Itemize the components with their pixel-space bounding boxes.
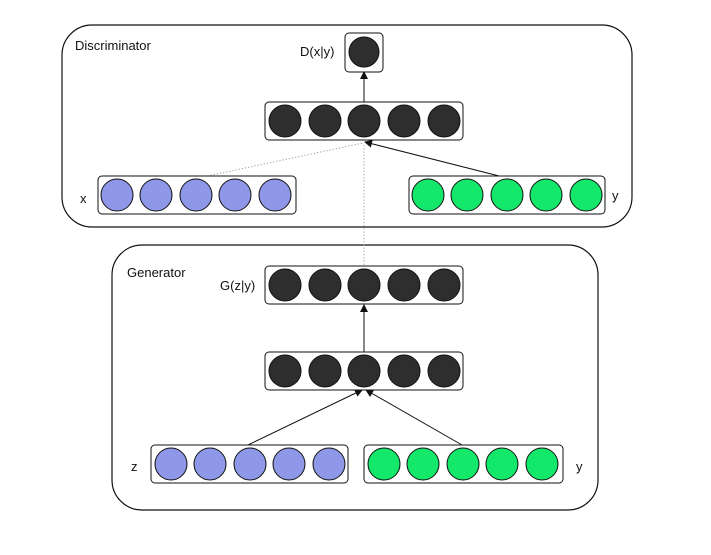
edge-y-to-gen-hidden xyxy=(365,389,463,446)
disc-input-y-layer xyxy=(408,175,606,215)
gen-z-node xyxy=(233,447,267,481)
disc-hidden-node xyxy=(387,104,421,138)
disc-x-node xyxy=(258,178,292,212)
gen-y-label: y xyxy=(576,459,583,474)
gen-output-node xyxy=(387,268,421,302)
gen-z-node xyxy=(312,447,346,481)
gen-y-node xyxy=(367,447,401,481)
disc-hidden-layer xyxy=(264,101,464,141)
gen-hidden-node xyxy=(387,354,421,388)
disc-x-node xyxy=(179,178,213,212)
gen-y-node xyxy=(485,447,519,481)
generator-title: Generator xyxy=(127,265,186,280)
gen-hidden-node xyxy=(268,354,302,388)
gen-output-node xyxy=(347,268,381,302)
disc-y-node xyxy=(529,178,563,212)
gen-z-node xyxy=(272,447,306,481)
gen-output-layer xyxy=(264,265,464,305)
disc-hidden-node xyxy=(347,104,381,138)
edge-y-to-disc-hidden xyxy=(364,139,508,179)
disc-hidden-node xyxy=(308,104,342,138)
gen-input-y-layer xyxy=(363,444,564,484)
disc-hidden-node xyxy=(427,104,461,138)
gen-z-node xyxy=(154,447,188,481)
gen-z-node xyxy=(193,447,227,481)
discriminator-title: Discriminator xyxy=(75,38,152,53)
edge-z-to-gen-hidden xyxy=(247,389,363,446)
gen-hidden-node xyxy=(308,354,342,388)
disc-y-node xyxy=(490,178,524,212)
disc-output-node xyxy=(348,36,380,68)
gen-output-node xyxy=(427,268,461,302)
gen-y-node xyxy=(525,447,559,481)
gen-z-label: z xyxy=(131,459,138,474)
gen-hidden-layer xyxy=(264,351,464,391)
disc-output-label: D(x|y) xyxy=(300,44,334,59)
disc-y-node xyxy=(569,178,603,212)
gen-hidden-node xyxy=(427,354,461,388)
edge-x-to-disc-hidden xyxy=(197,142,364,179)
gen-input-z-layer xyxy=(150,444,349,484)
disc-hidden-node xyxy=(268,104,302,138)
disc-input-x-layer xyxy=(97,175,297,215)
gen-output-node xyxy=(308,268,342,302)
disc-y-node xyxy=(411,178,445,212)
disc-y-node xyxy=(450,178,484,212)
disc-x-node xyxy=(218,178,252,212)
gen-output-node xyxy=(268,268,302,302)
disc-x-label: x xyxy=(80,191,87,206)
gen-hidden-node xyxy=(347,354,381,388)
gen-y-node xyxy=(446,447,480,481)
gen-output-label: G(z|y) xyxy=(220,278,255,293)
disc-x-node xyxy=(100,178,134,212)
gen-y-node xyxy=(406,447,440,481)
disc-x-node xyxy=(139,178,173,212)
disc-y-label: y xyxy=(612,188,619,203)
